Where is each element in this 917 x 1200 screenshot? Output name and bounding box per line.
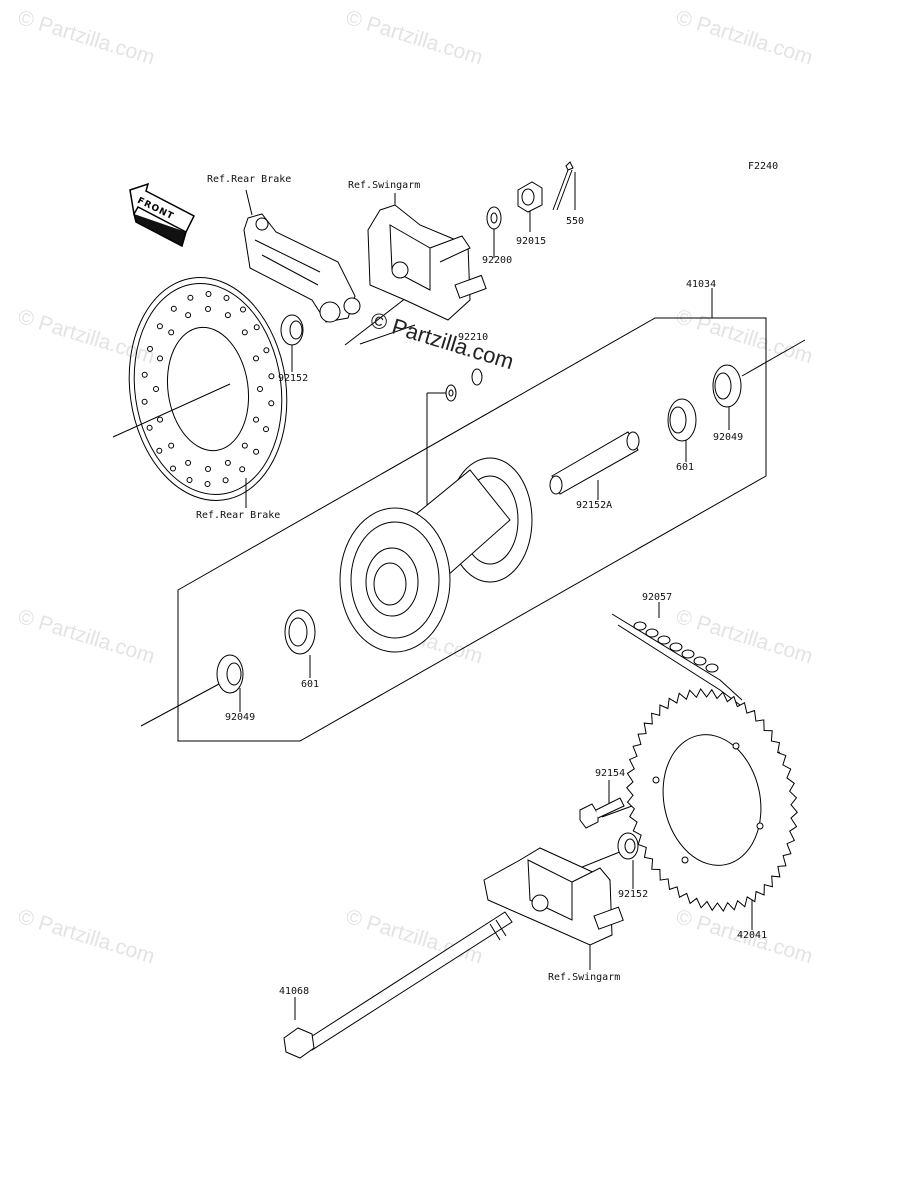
disc-hole xyxy=(157,416,163,423)
chain-link xyxy=(669,642,683,652)
disc-hole xyxy=(185,312,192,319)
disc-hole xyxy=(253,448,260,455)
disc-hole xyxy=(205,466,211,472)
part-label-41034[interactable]: 41034 xyxy=(686,279,717,290)
part-label-92152[interactable]: 92152 xyxy=(278,373,309,384)
disc-hole xyxy=(239,466,246,473)
front-arrow-icon xyxy=(129,182,196,248)
ref-rear-brake-label[interactable]: Ref.Rear Brake xyxy=(207,174,292,185)
part-label-601[interactable]: 601 xyxy=(301,679,320,690)
part-label-92015[interactable]: 92015 xyxy=(516,236,547,247)
chain-link xyxy=(681,649,695,659)
disc-hole xyxy=(156,447,163,454)
oil-seal-right xyxy=(712,364,742,408)
disc-hole xyxy=(157,355,163,362)
part-label-92049[interactable]: 92049 xyxy=(225,712,256,723)
disc-hole xyxy=(185,459,192,466)
disc-hole xyxy=(153,386,159,392)
disc-hole xyxy=(168,329,175,336)
disc-hole xyxy=(186,477,193,483)
brake-disc xyxy=(128,277,288,501)
washer xyxy=(486,206,502,230)
chain-link xyxy=(693,656,707,666)
disc-hole xyxy=(187,294,194,301)
part-label-550[interactable]: 550 xyxy=(566,216,585,227)
disc-hole xyxy=(222,477,229,484)
disc-hole xyxy=(253,355,259,362)
collar xyxy=(280,314,304,346)
sprocket-bolt xyxy=(579,797,625,829)
ref-swingarm-label[interactable]: Ref.Swingarm xyxy=(348,180,421,191)
brake-bracket xyxy=(243,213,361,323)
disc-hole xyxy=(204,481,211,487)
axis-line xyxy=(140,676,233,727)
hub-assembly-frame xyxy=(177,317,767,742)
disc-hole xyxy=(168,442,175,449)
disc-hole xyxy=(263,426,269,433)
part-label-92049[interactable]: 92049 xyxy=(713,432,744,443)
chain-link xyxy=(657,635,671,645)
part-label-601[interactable]: 601 xyxy=(676,462,695,473)
chain-link xyxy=(645,628,659,638)
disc-hole xyxy=(141,371,148,378)
part-label-92057[interactable]: 92057 xyxy=(642,592,673,603)
leader-line xyxy=(245,189,253,216)
disc-hole xyxy=(205,291,212,297)
disc-hole xyxy=(146,424,153,431)
wheel-hub xyxy=(339,457,533,653)
axis-line xyxy=(359,324,416,345)
disc-hole xyxy=(241,329,248,336)
disc-hole xyxy=(223,295,230,301)
castle-nut xyxy=(517,181,543,213)
rear-sprocket xyxy=(626,688,798,912)
spacer-tube xyxy=(549,431,640,495)
oil-seal-left xyxy=(216,654,244,694)
drive-chain xyxy=(611,613,743,706)
bearing-right xyxy=(667,398,697,442)
part-label-92154[interactable]: 92154 xyxy=(595,768,626,779)
rear-axle xyxy=(283,911,513,1059)
figure-code: F2240 xyxy=(748,161,779,172)
swingarm-top xyxy=(367,204,487,321)
ref-rear-brake-label[interactable]: Ref.Rear Brake xyxy=(196,510,281,521)
part-label-41068[interactable]: 41068 xyxy=(279,986,310,997)
disc-hole xyxy=(141,398,148,405)
disc-hole xyxy=(268,400,275,407)
bearing-left xyxy=(284,609,316,655)
disc-hole xyxy=(205,306,211,312)
part-label-92152a[interactable]: 92152A xyxy=(576,500,613,511)
disc-hole xyxy=(268,373,275,380)
axis-line xyxy=(741,339,806,377)
part-label-92210[interactable]: 92210 xyxy=(458,332,489,343)
chain-link xyxy=(705,663,719,673)
disc-hole xyxy=(170,465,176,472)
chain-link xyxy=(633,621,647,631)
cotter-pin xyxy=(552,161,574,211)
part-label-42041[interactable]: 42041 xyxy=(737,930,768,941)
disc-hole xyxy=(224,312,231,319)
disc-hole xyxy=(253,324,260,331)
disc-hole xyxy=(253,416,259,423)
disc-hole xyxy=(224,459,231,466)
disc-hole xyxy=(147,345,153,352)
ref-swingarm-label[interactable]: Ref.Swingarm xyxy=(548,972,621,983)
collar-bottom xyxy=(617,832,639,860)
swingarm-bottom xyxy=(483,847,624,946)
disc-hole xyxy=(263,347,270,354)
disc-hole xyxy=(257,386,263,392)
disc-hole xyxy=(170,305,177,312)
disc-hole xyxy=(241,442,248,449)
part-label-92152[interactable]: 92152 xyxy=(618,889,649,900)
small-washer xyxy=(445,368,483,402)
disc-hole xyxy=(156,323,163,330)
part-label-92200[interactable]: 92200 xyxy=(482,255,513,266)
disc-hole xyxy=(240,306,246,313)
